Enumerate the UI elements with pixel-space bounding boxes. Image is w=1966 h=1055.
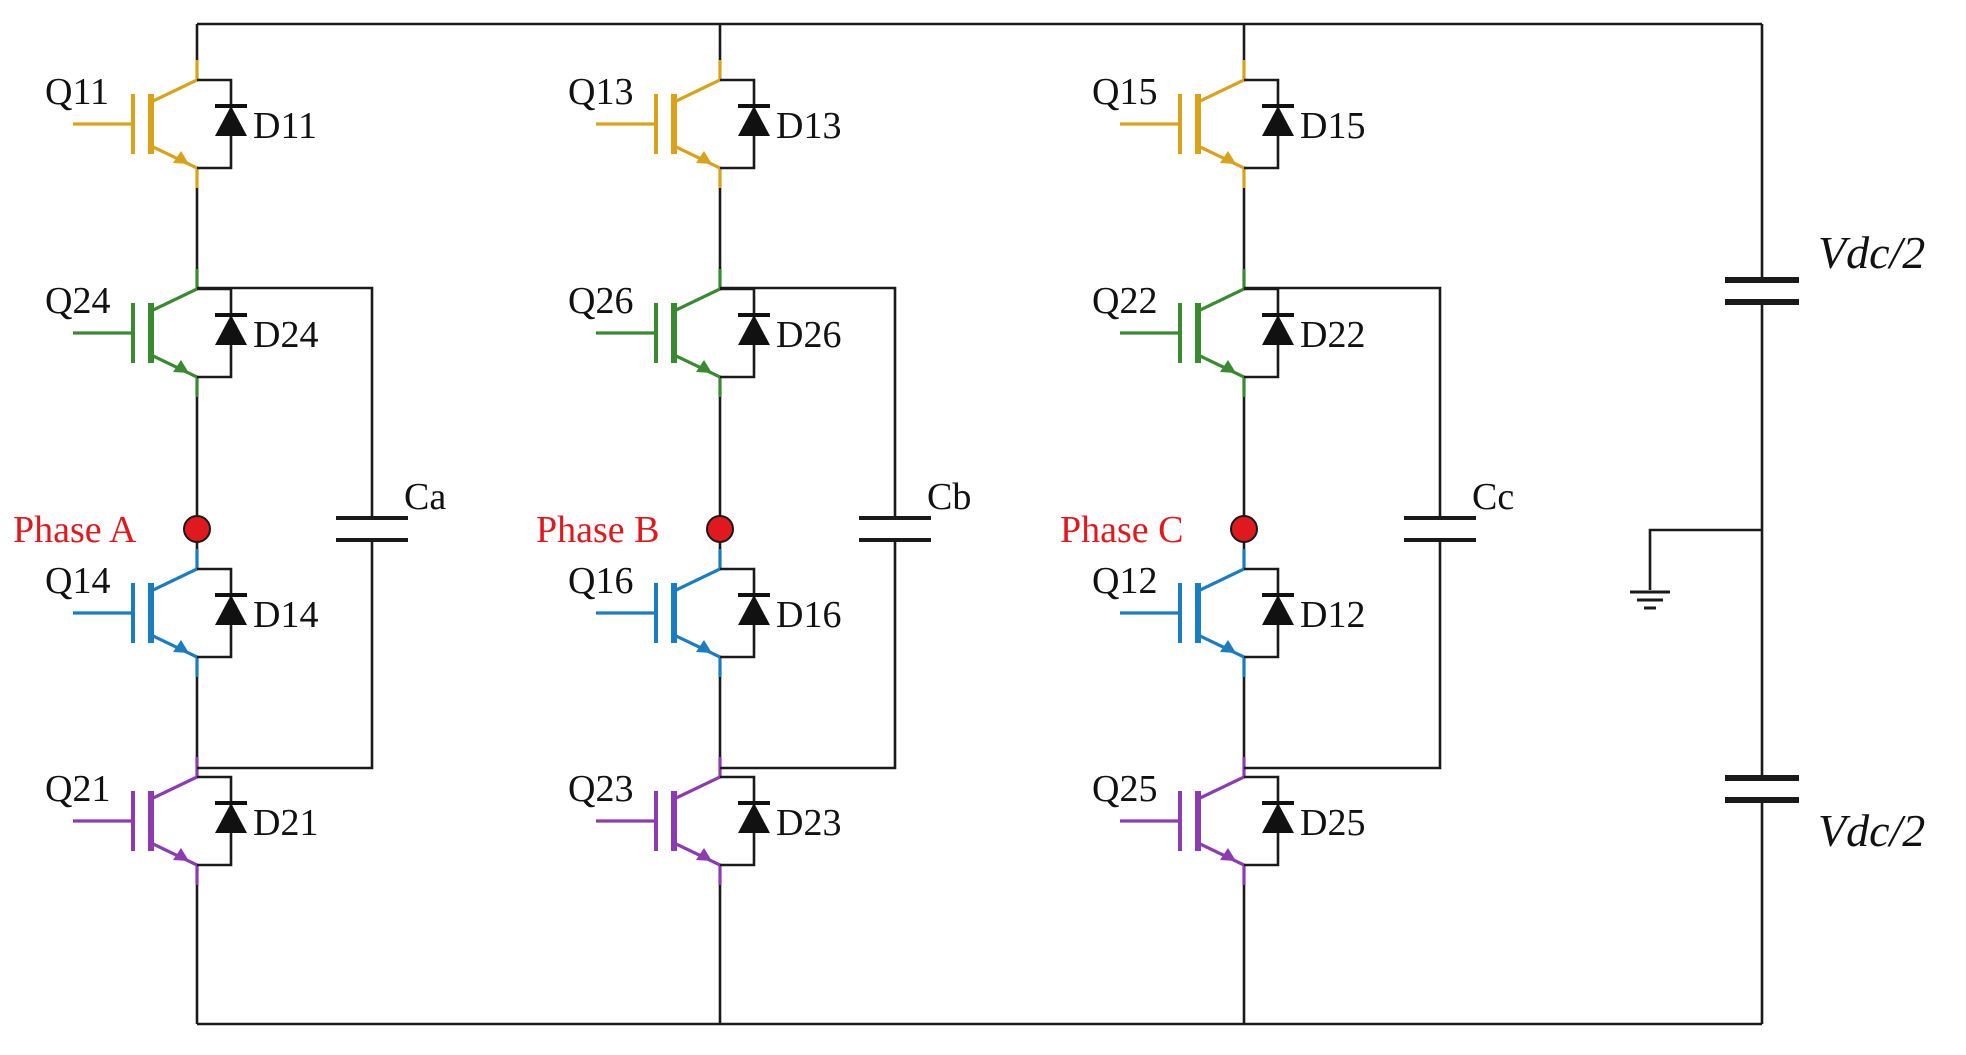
- flying-cap-wire-top: [1244, 286, 1442, 518]
- switch-label: Q23: [568, 768, 633, 810]
- diode-label: D24: [253, 314, 318, 356]
- diode-icon: [197, 775, 247, 867]
- igbt-switch: [73, 549, 199, 677]
- flying-cap-wire-top: [197, 286, 374, 518]
- diode-icon: [197, 78, 247, 170]
- switch-label: Q11: [45, 71, 109, 113]
- igbt-switch: [73, 60, 199, 188]
- diode-label: D25: [1300, 802, 1365, 844]
- diode-icon: [1244, 287, 1294, 379]
- diode-icon: [1244, 567, 1294, 659]
- igbt-switch: [596, 60, 722, 188]
- diode-label: D26: [776, 314, 841, 356]
- switch-label: Q22: [1092, 280, 1157, 322]
- switch-label: Q15: [1092, 71, 1157, 113]
- capacitor-label: Cc: [1472, 476, 1514, 518]
- switch-label: Q24: [45, 280, 110, 322]
- flying-capacitor-icon: [1404, 516, 1476, 542]
- diode-icon: [1244, 78, 1294, 170]
- igbt-switch: [1120, 757, 1246, 885]
- phase-output-node: [706, 515, 734, 543]
- igbt-switch: [73, 269, 199, 397]
- switch-label: Q13: [568, 71, 633, 113]
- capacitor-label: Cb: [927, 476, 971, 518]
- igbt-switch: [596, 549, 722, 677]
- phase-output-node: [1230, 515, 1258, 543]
- igbt-switch: [596, 757, 722, 885]
- switch-label: Q14: [45, 560, 110, 602]
- diode-icon: [197, 287, 247, 379]
- igbt-switch: [1120, 60, 1246, 188]
- diode-label: D23: [776, 802, 841, 844]
- diode-icon: [720, 567, 770, 659]
- igbt-switch: [1120, 549, 1246, 677]
- switch-label: Q26: [568, 280, 633, 322]
- diode-label: D14: [253, 594, 318, 636]
- phase-label: Phase A: [13, 509, 137, 551]
- igbt-switch: [73, 757, 199, 885]
- switch-label: Q21: [45, 768, 110, 810]
- flying-cap-wire-top: [720, 286, 897, 518]
- diode-icon: [1244, 775, 1294, 867]
- diode-label: D15: [1300, 105, 1365, 147]
- diode-icon: [720, 78, 770, 170]
- diode-label: D11: [253, 105, 317, 147]
- phase-output-node: [183, 515, 211, 543]
- switch-label: Q25: [1092, 768, 1157, 810]
- flying-cap-wire-bottom: [197, 540, 374, 770]
- dc-upper-voltage-label: Vdc/2: [1818, 227, 1925, 278]
- diode-label: D21: [253, 802, 318, 844]
- igbt-switch: [1120, 269, 1246, 397]
- diode-icon: [720, 287, 770, 379]
- diode-label: D13: [776, 105, 841, 147]
- flying-capacitor-icon: [859, 516, 931, 542]
- igbt-switch: [596, 269, 722, 397]
- phase-label: Phase C: [1060, 509, 1184, 551]
- diode-icon: [720, 775, 770, 867]
- ground-icon: [1630, 590, 1670, 610]
- flying-cap-wire-bottom: [720, 540, 897, 770]
- neutral-to-ground-wire: [1648, 528, 1762, 590]
- diode-label: D22: [1300, 314, 1365, 356]
- switch-label: Q12: [1092, 560, 1157, 602]
- phase-label: Phase B: [536, 509, 660, 551]
- diode-label: D16: [776, 594, 841, 636]
- flying-capacitor-icon: [336, 516, 408, 542]
- switch-label: Q16: [568, 560, 633, 602]
- diode-label: D12: [1300, 594, 1365, 636]
- wiring: [197, 22, 1762, 1026]
- flying-cap-wire-bottom: [1244, 540, 1442, 770]
- dc-lower-voltage-label: Vdc/2: [1818, 805, 1925, 856]
- diode-icon: [197, 567, 247, 659]
- dc-link: Vdc/2 Vdc/2: [1630, 24, 1925, 1024]
- capacitor-label: Ca: [404, 476, 446, 518]
